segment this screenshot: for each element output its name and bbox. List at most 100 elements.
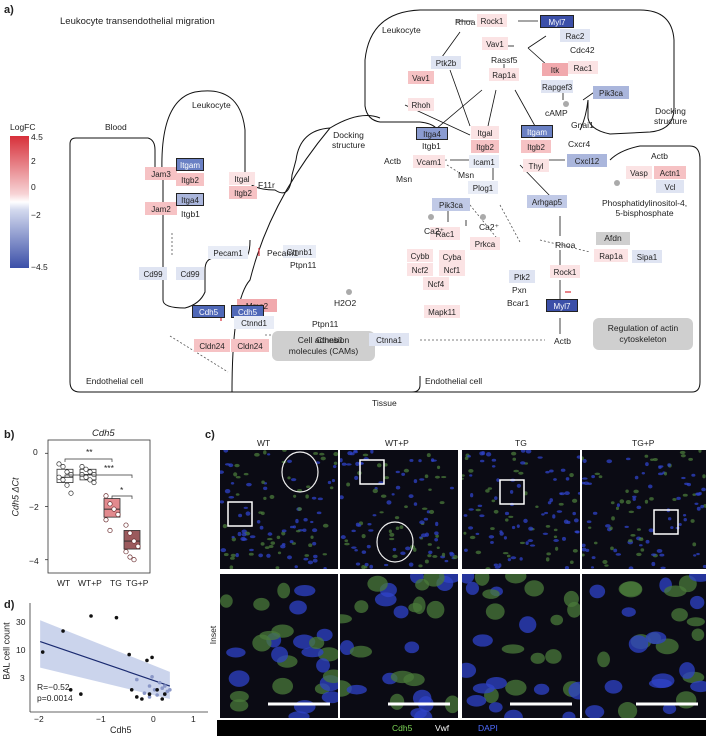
cell-spot <box>249 548 254 552</box>
cell-spot <box>507 558 512 562</box>
gene-box-cybb: Cybb <box>407 249 433 262</box>
gene-box-itga4: Itga4 <box>176 193 204 206</box>
cell-spot <box>560 468 566 472</box>
cell-spot <box>512 457 517 461</box>
vessel-outline <box>281 451 319 493</box>
cell-spot <box>312 528 318 533</box>
gene-box-vcam1: Vcam1 <box>413 155 445 168</box>
cell-spot <box>496 478 500 482</box>
cell-spot <box>537 456 543 459</box>
cell-spot <box>491 458 497 462</box>
cell-spot <box>546 552 551 556</box>
point <box>64 469 70 475</box>
scatter-point-gray <box>155 693 159 697</box>
cell-spot <box>610 546 614 551</box>
cell-spot <box>289 525 295 529</box>
cell-spot <box>404 505 408 509</box>
legend-colorbar <box>10 136 29 268</box>
cell-spot <box>628 566 634 569</box>
cell-spot <box>628 539 633 543</box>
scatter-xtick: −2 <box>34 714 44 724</box>
cell-spot <box>405 546 411 551</box>
inset-wt <box>220 574 338 718</box>
point <box>123 522 129 528</box>
cell-spot <box>485 567 491 569</box>
cell-spot <box>376 463 382 468</box>
cell-spot <box>430 458 435 463</box>
cell-spot <box>682 513 687 517</box>
boxplot-xtick: WT <box>57 578 71 588</box>
cell-spot <box>281 529 287 533</box>
cell-spot <box>528 526 534 531</box>
micrograph-wt-pp <box>340 450 458 569</box>
cell-spot <box>545 649 562 664</box>
cell-spot <box>573 518 579 523</box>
cell-spot <box>488 702 503 713</box>
cell-spot <box>565 477 570 481</box>
cell-spot <box>618 581 642 597</box>
cell-spot <box>434 531 439 536</box>
cell-spot <box>392 547 397 552</box>
cell-spot <box>490 527 495 530</box>
cell-spot <box>260 542 265 546</box>
cell-spot <box>395 485 401 490</box>
cell-spot <box>414 709 433 718</box>
scatter-point-gray <box>135 677 139 682</box>
cell-spot <box>243 506 248 509</box>
point <box>64 482 70 488</box>
cell-spot <box>464 548 468 552</box>
cell-spot <box>248 552 254 556</box>
cell-spot <box>319 452 325 456</box>
cell-spot <box>388 529 392 534</box>
cell-spot <box>510 556 517 560</box>
cell-spot <box>562 711 576 718</box>
cell-spot <box>289 540 294 544</box>
cell-spot <box>505 574 527 584</box>
cell-spot <box>259 525 264 530</box>
cell-spot <box>658 472 664 476</box>
cell-spot <box>449 552 455 557</box>
cell-spot <box>542 532 549 536</box>
gene-box-itgam: Itgam <box>176 158 204 171</box>
cell-spot <box>563 519 569 524</box>
scatter-stat-p: p=0.0014 <box>37 693 73 703</box>
label-endothelial-left: Endothelial cell <box>86 376 144 386</box>
cell-spot <box>649 497 654 501</box>
point <box>56 474 62 480</box>
label-itgb1-l: Itgb1 <box>181 209 200 219</box>
gene-box-itgam: Itgam <box>521 125 553 138</box>
cell-spot <box>641 472 646 475</box>
vessel-outline <box>376 521 414 563</box>
scatter-ytick: 10 <box>16 645 26 655</box>
cell-spot <box>434 475 441 479</box>
scatter-ytick: 3 <box>20 673 25 683</box>
cell-spot <box>688 574 706 582</box>
gene-box-vav1: Vav1 <box>408 71 434 84</box>
gene-box-plog1: Plog1 <box>468 181 498 194</box>
cell-spot <box>252 634 272 652</box>
gene-box-cxcl12: Cxcl12 <box>567 154 607 167</box>
cell-spot <box>237 531 242 537</box>
gene-box-ctnnd1: Ctnnd1 <box>234 316 274 329</box>
cell-spot <box>681 476 686 480</box>
gene-box-prkca: Prkca <box>470 237 500 250</box>
cell-spot <box>277 582 291 599</box>
inset-tg-pp <box>582 574 706 718</box>
cell-spot <box>307 560 314 565</box>
cell-spot <box>223 552 229 557</box>
cell-spot <box>441 552 446 557</box>
cell-spot <box>263 486 268 491</box>
cell-spot <box>502 551 509 555</box>
cell-spot <box>409 459 414 462</box>
cell-spot <box>533 683 550 695</box>
cell-spot <box>263 496 267 500</box>
inset-box <box>227 501 253 527</box>
cell-spot <box>361 550 367 554</box>
point <box>131 557 137 563</box>
cell-spot <box>268 544 274 548</box>
cell-spot <box>322 523 329 528</box>
cell-spot <box>604 679 623 694</box>
cell-spot <box>667 517 672 521</box>
scatter-point <box>162 692 167 696</box>
cell-spot <box>231 535 235 539</box>
